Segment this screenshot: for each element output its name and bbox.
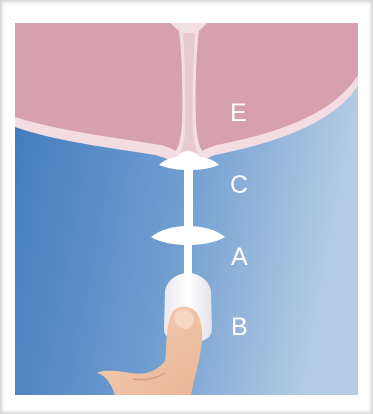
device-illustration: E C A B	[15, 23, 358, 395]
label-e: E	[230, 99, 247, 127]
label-b: B	[231, 313, 248, 341]
label-c: C	[230, 171, 248, 199]
diagram-canvas: E C A B	[15, 23, 358, 395]
label-a: A	[231, 243, 248, 271]
device-upper-stem	[184, 169, 193, 229]
